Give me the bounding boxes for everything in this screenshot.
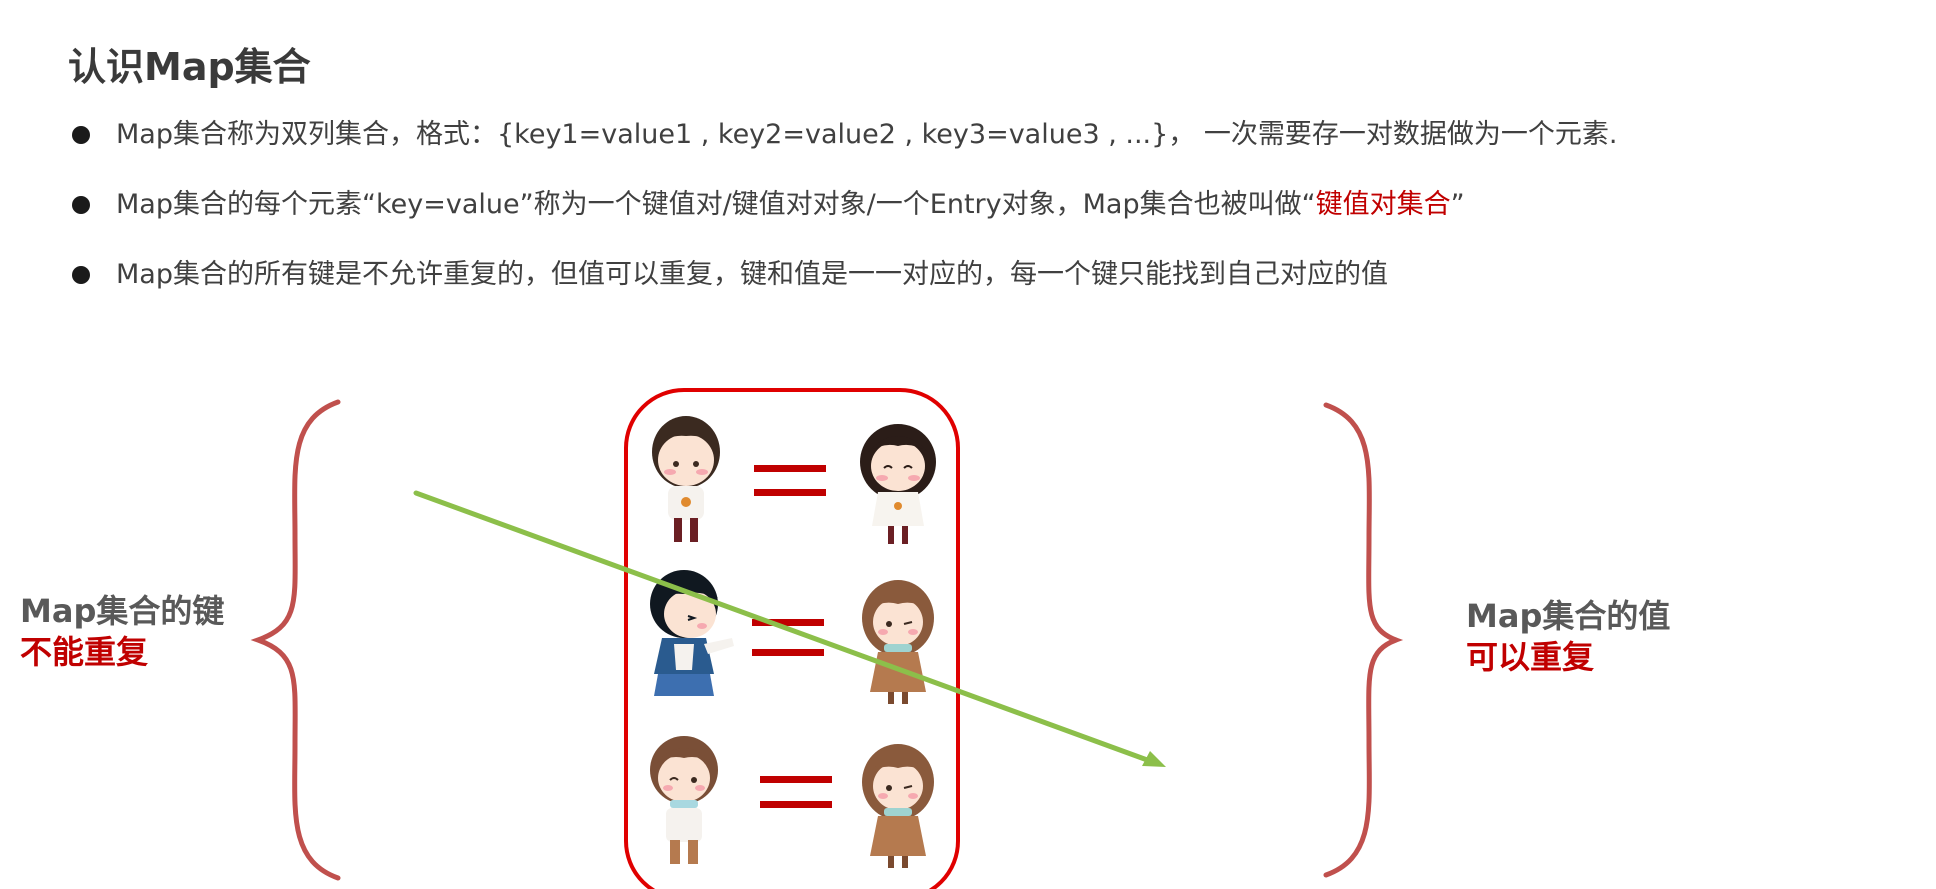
- values-label-note: 可以重复: [1466, 638, 1595, 676]
- arrow-line: [413, 490, 1153, 764]
- bullet-text: Map集合的每个元素“key=value”称为一个键值对/键值对对象/一个Ent…: [116, 189, 1316, 220]
- bullet-dot-icon: [72, 126, 90, 144]
- right-brace: [1323, 402, 1404, 878]
- value-girl-2: [861, 579, 935, 705]
- key-boy-2: [649, 569, 735, 697]
- arrow-head-icon: [1142, 751, 1166, 767]
- bullet-item: Map集合称为双列集合，格式：{key1=value1 , key2=value…: [68, 112, 1617, 182]
- bullet-text: Map集合称为双列集合，格式：{key1=value1 , key2=value…: [116, 119, 1618, 150]
- equals-sign-1: [754, 465, 826, 496]
- keys-label: Map集合的键 不能重复: [20, 591, 224, 673]
- bullet-list: Map集合称为双列集合，格式：{key1=value1 , key2=value…: [68, 112, 1617, 322]
- bullet-item: Map集合的所有键是不允许重复的，但值可以重复，键和值是一一对应的，每一个键只能…: [68, 252, 1617, 322]
- bullet-highlight: 键值对集合: [1315, 189, 1451, 220]
- bullet-item: Map集合的每个元素“key=value”称为一个键值对/键值对对象/一个Ent…: [68, 182, 1617, 252]
- left-brace: [250, 399, 341, 881]
- bullet-dot-icon: [72, 196, 90, 214]
- values-label: Map集合的值 可以重复: [1466, 596, 1670, 678]
- key-boy-1: [652, 416, 720, 542]
- keys-label-title: Map集合的键: [20, 592, 225, 630]
- values-label-title: Map集合的值: [1466, 597, 1671, 635]
- pairs-box: [624, 388, 960, 889]
- key-boy-3: [649, 735, 719, 865]
- keys-label-note: 不能重复: [20, 633, 149, 671]
- value-girl-3: [861, 743, 935, 869]
- bullet-dot-icon: [72, 266, 90, 284]
- value-girl-1: [859, 423, 937, 545]
- equals-sign-2: [752, 619, 824, 656]
- bullet-tail: ”: [1450, 189, 1465, 220]
- page-title: 认识Map集合: [68, 45, 311, 89]
- bullet-text: Map集合的所有键是不允许重复的，但值可以重复，键和值是一一对应的，每一个键只能…: [116, 259, 1388, 290]
- equals-sign-3: [760, 776, 832, 808]
